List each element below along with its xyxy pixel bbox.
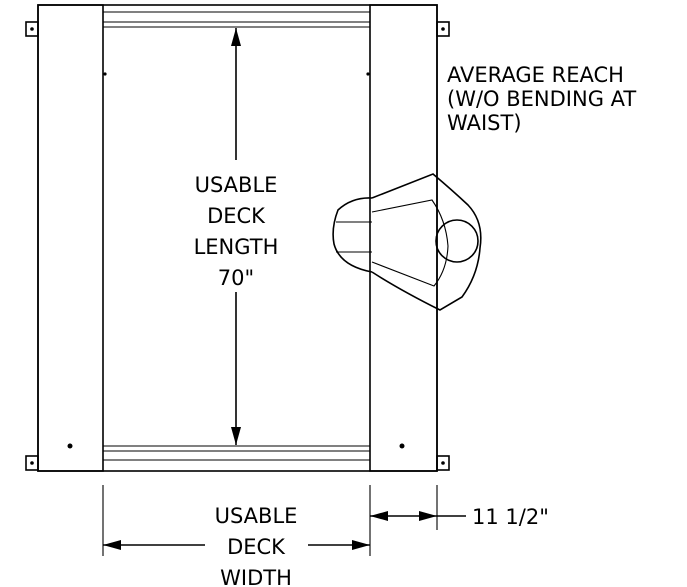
side-dimension-label: 11 1/2" xyxy=(472,505,549,529)
width-dimension xyxy=(102,485,438,556)
side-dimension xyxy=(370,511,466,521)
mounting-tabs xyxy=(25,21,450,471)
length-label-line1: USABLE xyxy=(195,173,278,197)
width-label-line3: WIDTH xyxy=(220,566,292,587)
reach-label-line3: WAIST) xyxy=(447,111,522,135)
width-label-line2: DECK xyxy=(227,535,286,559)
length-dimension xyxy=(231,28,241,445)
reach-label-line1: AVERAGE REACH xyxy=(447,63,624,87)
width-label-line1: USABLE xyxy=(215,504,298,528)
reach-label-line2: (W/O BENDING AT xyxy=(447,87,636,111)
length-label-line2: DECK xyxy=(207,204,266,228)
reach-figure xyxy=(332,173,482,311)
length-label-line3: LENGTH xyxy=(194,235,279,259)
length-label-value: 70" xyxy=(218,266,254,290)
